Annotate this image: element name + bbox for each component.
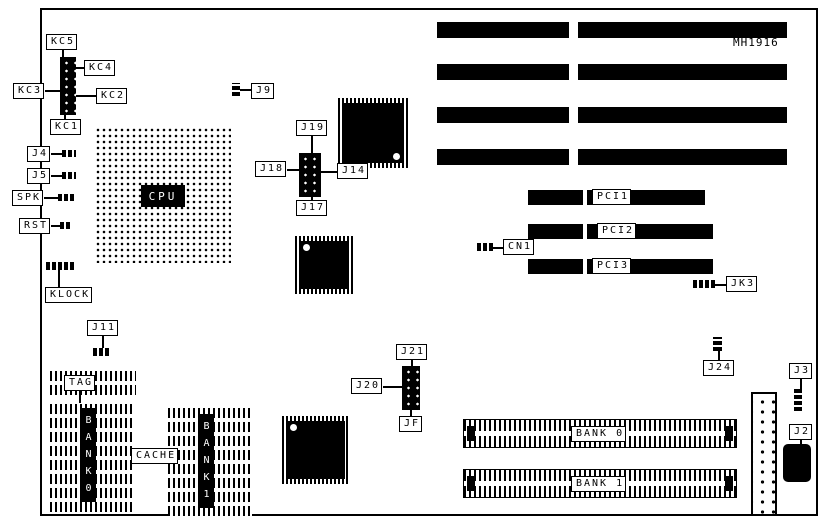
leader-line	[76, 95, 96, 97]
label-kc3: KC3	[13, 83, 45, 99]
pci-notch	[583, 190, 587, 205]
leader-line	[411, 360, 413, 366]
keyboard-connector	[783, 444, 811, 482]
leader-line	[64, 115, 66, 119]
j14-j17-j18-j19-header	[299, 153, 321, 197]
chip-pin1-dot	[290, 424, 297, 431]
pci-notch	[583, 224, 587, 239]
leader-line	[800, 440, 802, 444]
cpu-label: CPU	[141, 185, 185, 207]
slot-end-cap	[725, 476, 733, 491]
leader-line	[51, 175, 62, 177]
label-j5: J5	[27, 168, 51, 184]
slot-end-cap	[467, 426, 475, 441]
j11-connector	[93, 348, 111, 356]
isa-slot-3-right	[578, 107, 787, 123]
label-j24: J24	[703, 360, 735, 376]
leader-line	[62, 50, 64, 57]
leader-line	[287, 169, 299, 171]
klock-connector	[46, 262, 76, 270]
label-jk3: JK3	[726, 276, 758, 292]
leader-line	[715, 284, 726, 286]
cache-bank0-column-label: BANK0	[80, 408, 96, 502]
label-j3: J3	[789, 363, 813, 379]
leader-line	[51, 225, 60, 227]
tag-label: TAG	[64, 375, 96, 391]
leader-line	[718, 351, 720, 360]
board-outline	[40, 8, 818, 516]
label-jf: JF	[399, 416, 423, 432]
leader-line	[44, 197, 58, 199]
j9-connector	[232, 83, 240, 96]
label-spk: SPK	[12, 190, 44, 206]
jk3-connector	[693, 280, 715, 288]
label-kc5: KC5	[46, 34, 78, 50]
leader-line	[383, 386, 402, 388]
label-j4: J4	[27, 146, 51, 162]
isa-slot-1-right	[578, 22, 787, 38]
bank0-label: BANK 0	[571, 426, 627, 442]
slot-end-cap	[467, 476, 475, 491]
cache-bank1-column-label: BANK1	[198, 414, 214, 508]
slot-end-cap	[725, 426, 733, 441]
j5-connector	[62, 172, 76, 179]
label-kc4: KC4	[84, 60, 116, 76]
pci2-label: PCI2	[597, 223, 637, 239]
label-cn1: CN1	[503, 239, 535, 255]
label-j2: J2	[789, 424, 813, 440]
label-j14: J14	[337, 163, 369, 179]
isa-slot-1-left	[437, 22, 569, 38]
rst-connector	[60, 222, 72, 229]
pci3-label: PCI3	[592, 258, 632, 274]
bank1-label: BANK 1	[571, 476, 627, 492]
isa-slot-2-right	[578, 64, 787, 80]
isa-slot-2-left	[437, 64, 569, 80]
memory-slot-bank1	[463, 469, 737, 498]
leader-line	[76, 67, 84, 69]
isa-slot-4-left	[437, 149, 569, 165]
leader-line	[45, 90, 60, 92]
qfp-chip-3	[282, 416, 350, 484]
label-kc1: KC1	[50, 119, 82, 135]
label-rst: RST	[19, 218, 51, 234]
cn1-connector	[477, 243, 493, 251]
kc-pin-header	[60, 57, 76, 115]
label-klock: KLOCK	[45, 287, 93, 303]
pci1-label: PCI1	[592, 189, 632, 205]
qfp-chip-2	[295, 236, 353, 294]
leader-line	[240, 89, 251, 91]
isa-slot-4-right	[578, 149, 787, 165]
label-kc2: KC2	[96, 88, 128, 104]
label-j11: J11	[87, 320, 119, 336]
cache-label: CACHE	[131, 448, 179, 464]
chip-pin1-dot	[393, 153, 400, 160]
j3-connector	[794, 389, 802, 411]
label-j21: J21	[396, 344, 428, 360]
label-j9: J9	[251, 83, 275, 99]
label-j18: J18	[255, 161, 287, 177]
power-connector	[751, 392, 777, 516]
label-j20: J20	[351, 378, 383, 394]
label-j19: J19	[296, 120, 328, 136]
label-j17: J17	[296, 200, 328, 216]
leader-line	[51, 153, 62, 155]
leader-line	[311, 136, 313, 153]
pci-notch	[583, 259, 587, 274]
leader-line	[493, 247, 503, 249]
spk-connector	[58, 194, 74, 201]
j4-connector	[62, 150, 76, 157]
isa-slot-3-left	[437, 107, 569, 123]
j20-j21-jf-header	[402, 366, 420, 410]
leader-line	[102, 336, 104, 348]
chip-pin1-dot	[303, 244, 310, 251]
leader-line	[311, 197, 313, 200]
part-number: MH1916	[733, 36, 779, 49]
qfp-chip-1	[338, 98, 408, 168]
j24-connector	[713, 337, 722, 351]
leader-line	[800, 379, 802, 389]
leader-line	[410, 410, 412, 416]
leader-line	[321, 171, 337, 173]
leader-line	[79, 391, 81, 403]
leader-line	[58, 270, 60, 287]
